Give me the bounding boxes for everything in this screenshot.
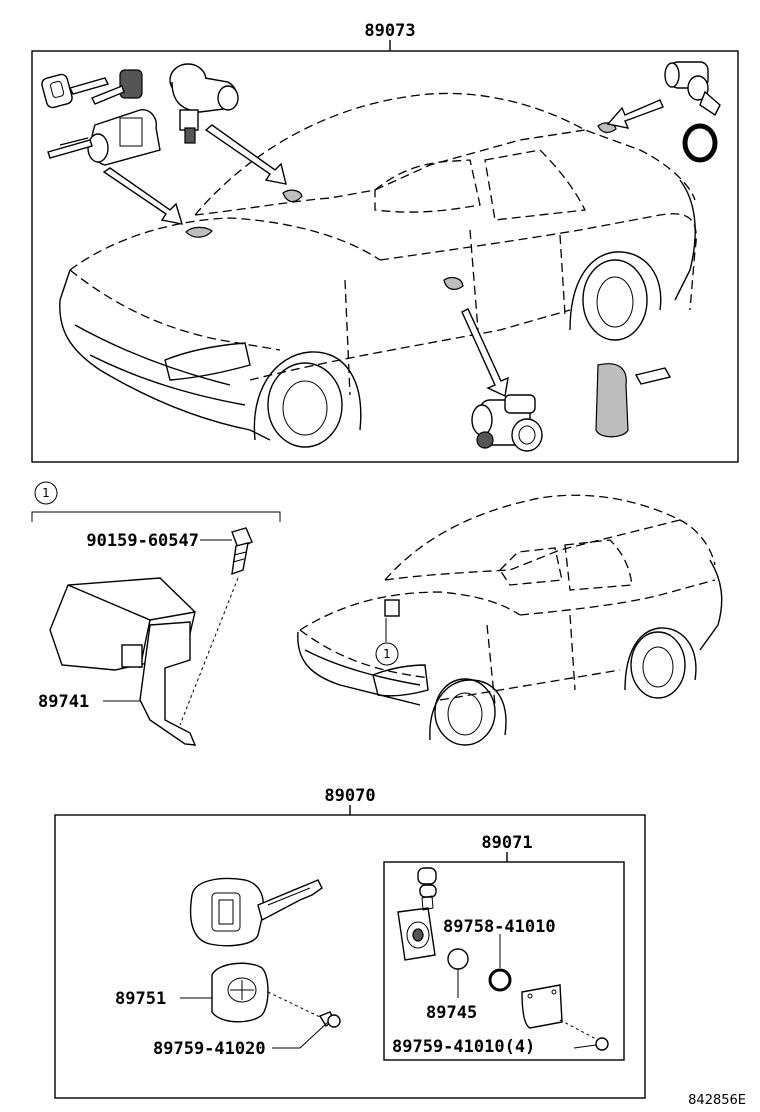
battery-illustration (447, 948, 469, 970)
door-cylinder-illustration (471, 394, 543, 452)
keys-illustration (41, 69, 143, 109)
car-illustration-top (59, 92, 697, 448)
label-battery: 89745 (426, 1003, 477, 1023)
leader-transmitter-screw (573, 1044, 597, 1049)
label-transmitter-group: 89071 (481, 833, 532, 853)
key-plate-illustration (595, 363, 672, 438)
callout-circle-car (375, 642, 399, 666)
key-screw-illustration (267, 991, 341, 1049)
key-case-illustration (211, 962, 269, 1023)
master-key-illustration (189, 877, 323, 947)
o-ring-illustration (488, 968, 512, 992)
label-top-group: 89073 (364, 21, 415, 41)
label-transmitter-part: 89758-41010 (443, 917, 556, 937)
callout-mark-header: 1 (42, 486, 50, 500)
callout-mark-car: 1 (383, 647, 391, 661)
figure-id: 842856E (688, 1093, 746, 1108)
label-bracket-bolt: 90159-60547 (86, 531, 199, 551)
bolt-illustration (231, 527, 253, 576)
car-illustration-bottom (297, 494, 723, 746)
bolt-dotted-line (179, 577, 239, 726)
label-transmitter-screw: 89759-41010(4) (392, 1037, 535, 1057)
callout-circle-header (34, 481, 58, 505)
arrows-top-group (102, 99, 664, 398)
key-group-box (54, 805, 646, 1099)
ignition-cylinder-illustration (47, 109, 161, 166)
transmitter-group-box (383, 852, 625, 1061)
steering-lock-illustration (169, 63, 239, 144)
label-key-screw: 89759-41020 (153, 1039, 266, 1059)
label-ecu-bracket: 89741 (38, 692, 89, 712)
trunk-ring-illustration (682, 123, 718, 163)
ecu-illustration (49, 577, 197, 746)
top-group-box (31, 40, 739, 463)
callout-header-bracket (31, 511, 281, 522)
label-key-group: 89070 (324, 786, 375, 806)
label-key-case: 89751 (115, 989, 166, 1009)
cover-plate-illustration (521, 984, 563, 1029)
transmitter-screw-illustration (559, 1019, 609, 1051)
transmitter-housing-illustration (397, 867, 437, 961)
trunk-cylinder-illustration (664, 61, 721, 117)
